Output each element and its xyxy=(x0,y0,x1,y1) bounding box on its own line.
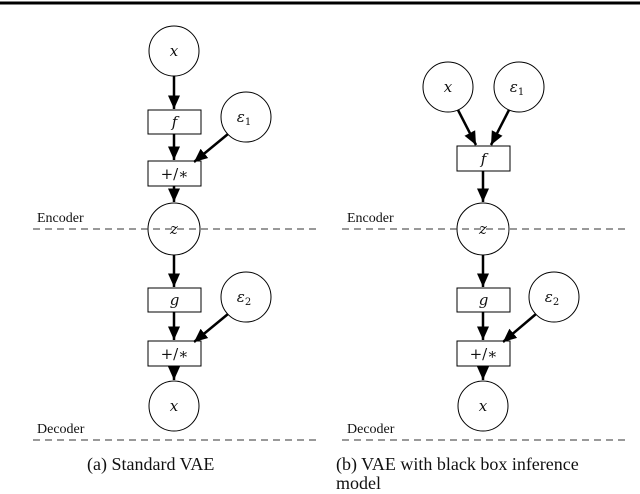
edge-eps1-to-op xyxy=(193,133,229,163)
decoder-label-right: Decoder xyxy=(347,422,395,437)
box-g-label: g xyxy=(170,291,180,309)
encoder-label-right: Encoder xyxy=(347,211,394,226)
edge-eps1-to-f-b xyxy=(489,109,511,146)
caption-black-box-vae-line1: (b) VAE with black box inference xyxy=(336,454,579,475)
edge-eps2-to-op-b xyxy=(502,313,537,343)
edge-x-to-f-b xyxy=(456,109,478,146)
box-op-encoder-label: +/∗ xyxy=(161,165,189,183)
node-epsilon-1 xyxy=(220,91,272,143)
box-op-encoder xyxy=(147,160,202,187)
box-op-decoder-b-label: +/∗ xyxy=(470,345,498,363)
separators: Encoder Encoder Decoder Decoder xyxy=(33,211,628,441)
node-x-output-label: x xyxy=(170,397,179,415)
node-epsilon-1-b-label: ε1 xyxy=(510,78,524,98)
box-op-decoder xyxy=(147,340,202,367)
node-epsilon-2 xyxy=(220,271,272,323)
node-x-input-b xyxy=(422,61,474,113)
node-epsilon-2-b xyxy=(528,271,580,323)
caption-standard-vae: (a) Standard VAE xyxy=(87,454,214,475)
node-x-output xyxy=(148,380,200,432)
box-f-b xyxy=(456,145,511,172)
caption-black-box-vae-line2: model xyxy=(336,473,381,493)
node-x-output-b-label: x xyxy=(479,397,488,415)
box-g-b xyxy=(456,287,511,313)
box-f-b-label: f xyxy=(480,150,489,168)
node-z-b-label: z xyxy=(478,220,487,238)
node-epsilon-2-b-label: ε2 xyxy=(545,288,559,308)
decoder-label-left: Decoder xyxy=(37,422,85,437)
box-op-decoder-label: +/∗ xyxy=(161,345,189,363)
node-x-output-b xyxy=(457,380,509,432)
node-epsilon-2-label: ε2 xyxy=(237,288,251,308)
box-f-label: f xyxy=(171,113,180,131)
diagram-black-box-vae: x ε1 f z g ε2 +/∗ x xyxy=(422,61,580,432)
node-epsilon-1-b xyxy=(493,61,545,113)
encoder-label-left: Encoder xyxy=(37,211,84,226)
node-x-input-label: x xyxy=(170,42,179,60)
diagram-standard-vae: x f ε1 +/∗ z g ε2 +/∗ x xyxy=(147,25,272,432)
box-f xyxy=(147,109,202,135)
node-x-input-b-label: x xyxy=(444,78,453,96)
node-epsilon-1-label: ε1 xyxy=(237,108,251,128)
box-g-b-label: g xyxy=(479,291,489,309)
node-z-label: z xyxy=(169,220,178,238)
edge-eps2-to-op xyxy=(193,313,229,343)
